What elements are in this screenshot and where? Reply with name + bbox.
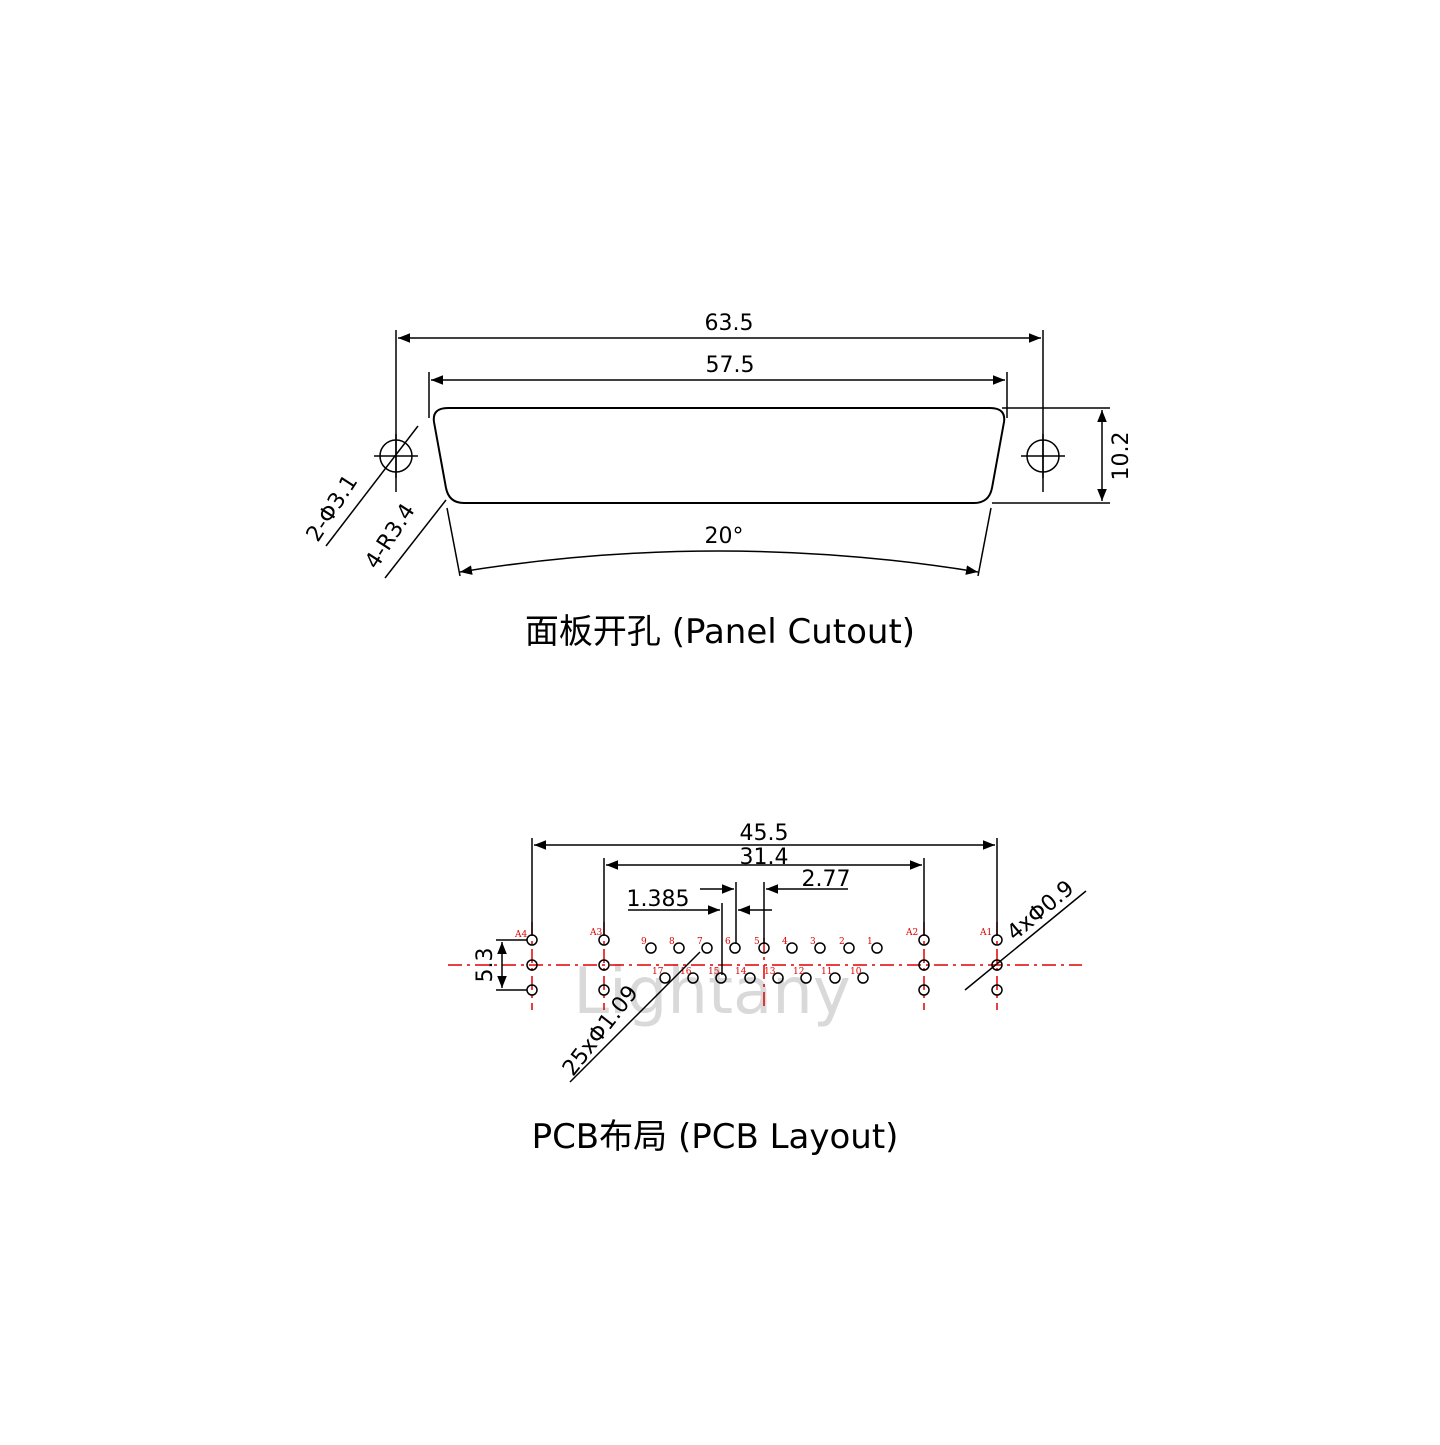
pin-label-4: 4	[782, 937, 788, 947]
pcb-layout-title: PCB布局 (PCB Layout)	[532, 1117, 899, 1157]
dim-pcb-half-pitch: 1.385	[627, 887, 772, 975]
dim-cutout-width: 57.5	[428, 353, 1008, 418]
pin-label-5: 5	[754, 937, 760, 947]
pin-label-1: 1	[867, 937, 873, 947]
aux-label-a1: A1	[979, 928, 992, 938]
dim-pcb-overall: 45.5	[531, 821, 998, 935]
dim-label-45-5: 45.5	[740, 821, 789, 846]
signal-pins-top	[645, 942, 883, 954]
pin-label-7: 7	[697, 937, 703, 947]
aux-label-a3: A3	[589, 928, 602, 938]
watermark: Lightany	[573, 955, 850, 1029]
pin-label-3: 3	[810, 937, 816, 947]
leader-corner-radius: 4-R3.4	[360, 499, 447, 579]
pin-label-6: 6	[725, 937, 731, 947]
pin-label-12: 12	[793, 967, 804, 977]
pin-label-15: 15	[708, 967, 720, 977]
pin-label-11: 11	[821, 967, 832, 977]
dim-label-1-385: 1.385	[627, 887, 690, 912]
dim-pcb-inner: 31.4	[603, 845, 925, 935]
dim-overall-width: 63.5	[395, 311, 1044, 492]
dim-label-31-4: 31.4	[740, 845, 789, 870]
dim-height: 10.2	[992, 407, 1134, 504]
dim-label-corner-radius: 4-R3.4	[360, 499, 420, 573]
pin-label-10: 10	[850, 967, 862, 977]
panel-cutout-view: 63.5 57.5 10.2 20° 2-Φ3.1	[302, 311, 1134, 652]
signal-pins-bottom	[659, 972, 869, 984]
pin-label-17: 17	[652, 967, 664, 977]
dim-label-10-2: 10.2	[1109, 432, 1134, 481]
dim-pcb-vertical: 5.3	[473, 939, 527, 991]
aux-label-a4: A4	[514, 930, 527, 940]
dim-label-5-3: 5.3	[473, 948, 498, 983]
dim-label-angle: 20°	[705, 524, 744, 549]
pin-label-2: 2	[839, 937, 845, 947]
pin-label-16: 16	[680, 967, 692, 977]
panel-cutout-title: 面板开孔 (Panel Cutout)	[525, 612, 915, 652]
pin-label-13: 13	[764, 967, 776, 977]
pin-label-14: 14	[735, 967, 747, 977]
dim-pcb-pitch: 2.77	[700, 867, 850, 944]
aux-label-a2: A2	[905, 928, 918, 938]
pcb-layout-view: Lightany A4 A3 A2 A1 9 8 7 6 5 4 3	[448, 821, 1087, 1157]
dim-label-2-77: 2.77	[802, 867, 851, 892]
cutout-outline	[432, 407, 1006, 504]
pin-label-8: 8	[669, 937, 675, 947]
dim-label-57-5: 57.5	[706, 353, 755, 378]
dim-angle: 20°	[446, 507, 992, 577]
dim-label-mount-holes: 4xΦ0.9	[1002, 876, 1079, 946]
dim-label-63-5: 63.5	[705, 311, 754, 336]
pin-label-9: 9	[641, 937, 647, 947]
